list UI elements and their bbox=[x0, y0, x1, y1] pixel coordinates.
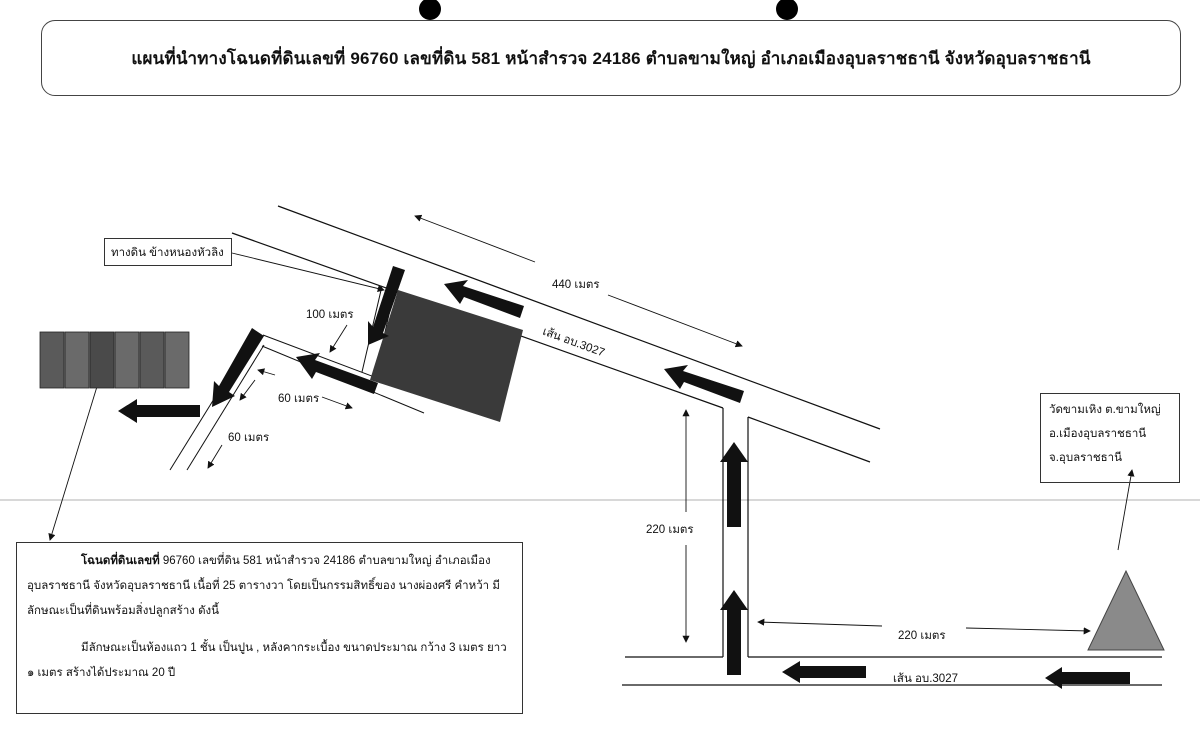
info-line-1: โฉนดที่ดินเลขที่ 96760 เลขที่ดิน 581 หน้… bbox=[27, 549, 512, 574]
distance-60b-label: 60 เมตร bbox=[228, 432, 270, 444]
info-line-3: ลักษณะเป็นที่ดินพร้อมสิ่งปลูกสร้าง ดังนี… bbox=[27, 605, 220, 617]
arrow-icon bbox=[368, 266, 405, 345]
main-road bbox=[231, 205, 1162, 686]
arrow-icon bbox=[1045, 667, 1130, 689]
rowhouse-building bbox=[39, 331, 190, 389]
map-title: แผนที่นำทางโฉนดที่ดินเลขที่ 96760 เลขที่… bbox=[131, 48, 1091, 68]
property-info-box: โฉนดที่ดินเลขที่ 96760 เลขที่ดิน 581 หน้… bbox=[16, 542, 523, 714]
info-line-2: อุบลราชธานี จังหวัดอุบลราชธานี เนื้อที่ … bbox=[27, 580, 500, 592]
distance-220-horizontal-label: 220 เมตร bbox=[898, 630, 946, 642]
arrow-icon bbox=[664, 365, 744, 403]
triangle-icon bbox=[1087, 569, 1165, 651]
temple-callout: วัดขามเหิง ต.ขามใหญ่ อ.เมืองอุบลราชธานี … bbox=[1040, 393, 1180, 483]
info-line-1-text: 96760 เลขที่ดิน 581 หน้าสำรวจ 24186 ตำบล… bbox=[159, 555, 491, 567]
arrow-icon bbox=[782, 661, 866, 683]
temple-line-2: อ.เมืองอุบลราชธานี bbox=[1049, 428, 1147, 440]
dimension-lines bbox=[48, 214, 1135, 643]
arrow-icon bbox=[118, 399, 200, 423]
info-line-4: มีลักษณะเป็นห้องแถว 1 ชั้น เป็นปูน , หลั… bbox=[81, 642, 507, 654]
title-box: แผนที่นำทางโฉนดที่ดินเลขที่ 96760 เลขที่… bbox=[41, 20, 1181, 96]
punch-hole-left bbox=[419, 0, 441, 20]
arrow-icon bbox=[296, 353, 378, 394]
temple-line-3: จ.อุบลราชธานี bbox=[1049, 452, 1122, 464]
arrow-icon bbox=[444, 280, 524, 318]
punch-hole-right bbox=[776, 0, 798, 20]
distance-440-label: 440 เมตร bbox=[552, 279, 600, 291]
distance-220-vertical-label: 220 เมตร bbox=[646, 524, 694, 536]
arrow-icon bbox=[720, 590, 748, 675]
land-plot bbox=[370, 290, 523, 422]
temple-line-1: วัดขามเหิง ต.ขามใหญ่ bbox=[1049, 404, 1161, 416]
bottom-road-label: เส้น อบ.3027 bbox=[893, 673, 958, 685]
direction-arrows bbox=[118, 266, 1130, 689]
arrow-icon bbox=[212, 328, 264, 407]
info-line-5: ๑ เมตร สร้างได้ประมาณ 20 ปี bbox=[27, 667, 176, 679]
dirt-road-label: ทางดิน ข้างหนองหัวลิง bbox=[111, 247, 224, 259]
dirt-road-callout: ทางดิน ข้างหนองหัวลิง bbox=[104, 238, 232, 266]
arrow-icon bbox=[720, 442, 748, 527]
info-deed-heading: โฉนดที่ดินเลขที่ bbox=[81, 555, 160, 567]
distance-100-label: 100 เมตร bbox=[306, 309, 354, 321]
distance-60a-label: 60 เมตร bbox=[278, 393, 320, 405]
